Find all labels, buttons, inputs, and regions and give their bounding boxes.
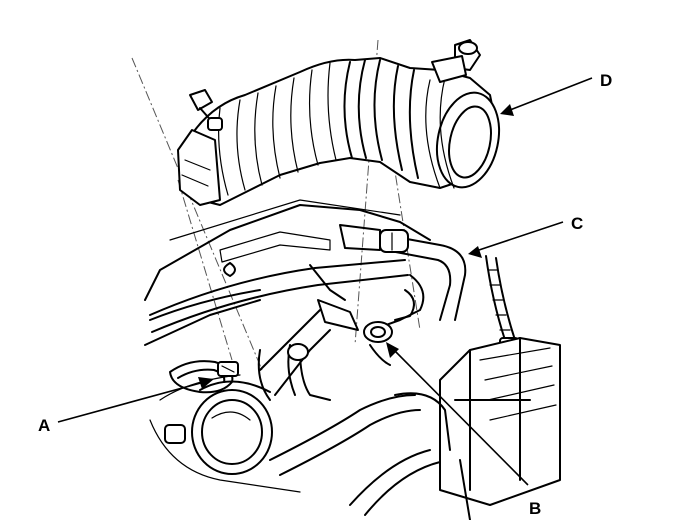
air-intake-duct	[177, 39, 500, 206]
pcv-hose	[363, 229, 467, 366]
wire-harness	[485, 255, 519, 353]
hose-clamp	[169, 360, 239, 394]
leader-line-d	[509, 77, 593, 111]
callout-label-c: C	[571, 214, 583, 233]
leader-line-a	[57, 380, 209, 423]
arrowhead-b	[386, 342, 399, 358]
leader-line-b	[391, 347, 529, 486]
lower-hoses	[269, 392, 451, 516]
engine-block	[144, 199, 431, 493]
brake-booster	[439, 337, 561, 520]
callout-label-d: D	[600, 71, 612, 90]
callout-label-b: B	[529, 499, 541, 518]
arrowhead-c	[468, 246, 482, 258]
arrowhead-a	[198, 377, 214, 389]
arrowhead-d	[500, 104, 514, 116]
vacuum-hoses	[149, 259, 409, 401]
throttle-body	[164, 309, 331, 475]
leader-lines	[57, 77, 593, 486]
leader-line-c	[475, 221, 564, 252]
callout-label-a: A	[38, 416, 50, 435]
